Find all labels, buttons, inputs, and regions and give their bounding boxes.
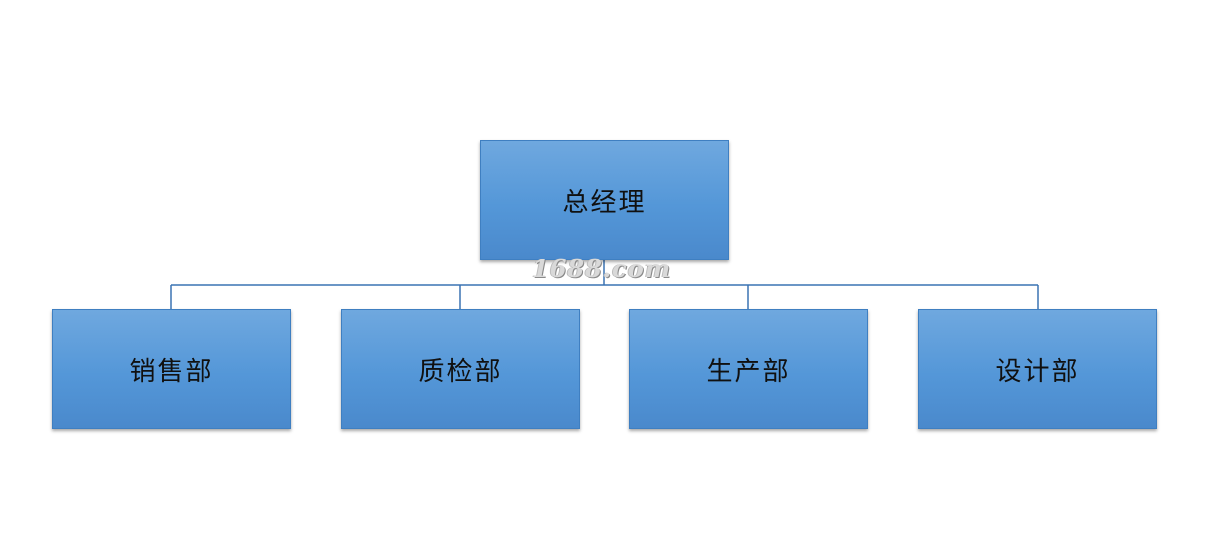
- node-department-production[interactable]: 生产部: [629, 309, 868, 429]
- node-department-quality[interactable]: 质检部: [341, 309, 580, 429]
- watermark: 1688.com: [532, 254, 672, 283]
- node-label: 销售部: [129, 356, 214, 387]
- node-label: 总经理: [562, 187, 647, 218]
- node-department-design[interactable]: 设计部: [918, 309, 1157, 429]
- node-label: 质检部: [418, 356, 503, 387]
- node-label: 设计部: [995, 356, 1080, 387]
- node-department-sales[interactable]: 销售部: [52, 309, 291, 429]
- node-label: 生产部: [706, 356, 791, 387]
- node-general-manager[interactable]: 总经理: [480, 140, 729, 260]
